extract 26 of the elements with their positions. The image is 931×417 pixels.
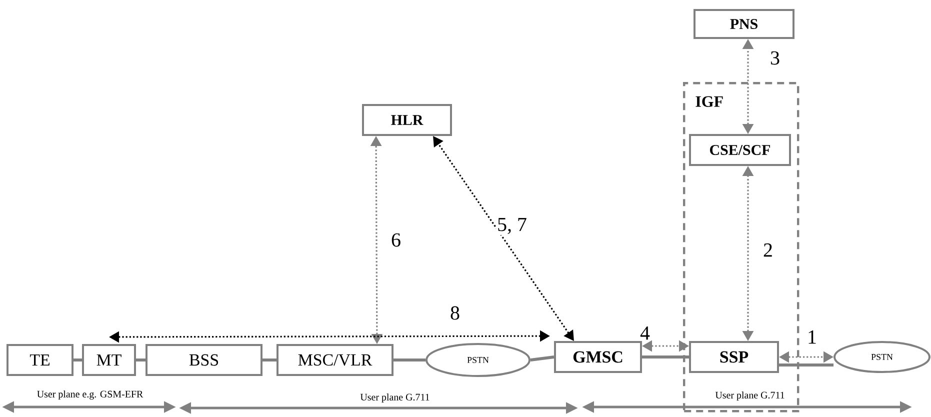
connector-line — [642, 356, 689, 358]
process-box: CSE/SCF — [689, 134, 791, 166]
process-box: MSC/VLR — [276, 344, 394, 376]
edge-label: 8 — [449, 305, 461, 321]
edge-label: 4 — [639, 325, 651, 341]
edge-label: 3 — [769, 50, 781, 66]
connector-line — [136, 358, 146, 362]
process-box: GMSC — [554, 341, 642, 373]
process-box: PNS — [694, 9, 794, 39]
connector-line — [530, 356, 554, 362]
edge-label: 1 — [806, 329, 818, 345]
connector-line — [394, 358, 426, 362]
connector-line — [74, 358, 82, 362]
edge-label: 5, 7 — [496, 216, 528, 236]
process-box: TE — [6, 344, 74, 376]
span-label: User plane G.711 — [715, 391, 784, 401]
span-label: User plane e.g. GSM-EFR — [37, 390, 144, 400]
process-box: SSP — [689, 341, 779, 373]
connector-line — [779, 364, 834, 366]
process-box: MT — [82, 344, 136, 376]
edge-label: 2 — [762, 242, 774, 258]
span-label: User plane G.711 — [360, 393, 430, 403]
process-box: BSS — [146, 344, 262, 376]
process-box: HLR — [362, 104, 452, 136]
connector-line — [262, 358, 276, 362]
edge-label: 6 — [390, 232, 402, 248]
